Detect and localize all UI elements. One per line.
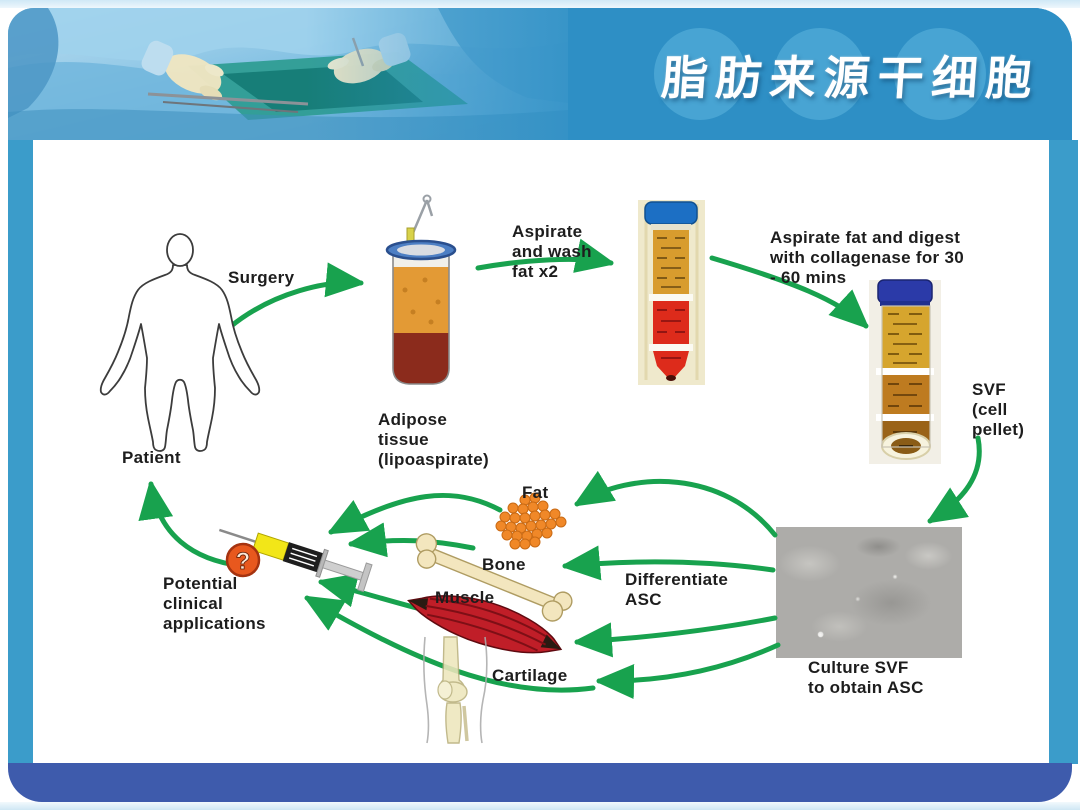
bone-icon <box>415 533 573 622</box>
differentiate-label: Differentiate ASC <box>625 570 729 610</box>
digest-arrow <box>709 255 866 326</box>
muscle-label: Muscle <box>435 588 495 607</box>
culture-to-fat-arrow <box>577 481 778 538</box>
washed-fat-tube-icon <box>638 200 705 385</box>
digest-label: Aspirate fat and digest with collagenase… <box>770 228 964 288</box>
adipose-tissue-label: Adipose tissue (lipoaspirate) <box>378 410 489 470</box>
left-edge-strip <box>8 140 33 768</box>
culture-to-cartilage-arrow <box>596 642 781 681</box>
culture-to-bone-arrow <box>562 562 776 570</box>
wash-arrow <box>475 259 611 268</box>
svf-to-culture-arrow <box>930 435 982 521</box>
top-edge-strip <box>0 0 1080 8</box>
cartilage-label: Cartilage <box>492 666 568 685</box>
bone-to-syringe-arrow <box>348 541 476 548</box>
surgery-arrow <box>227 283 364 330</box>
applications-label: Potential clinical applications <box>163 574 266 634</box>
bottom-bar <box>8 763 1072 802</box>
surgery-label: Surgery <box>228 268 295 287</box>
question-mark-glyph: ? <box>236 548 251 575</box>
culture-label: Culture SVF to obtain ASC <box>808 658 924 698</box>
decorative-circle <box>654 28 746 120</box>
aspirate-wash-label: Aspirate and wash fat x2 <box>512 222 592 282</box>
right-edge-strip <box>1049 140 1078 764</box>
svf-tube-icon <box>869 279 941 464</box>
decorative-circle <box>774 28 866 120</box>
question-badge-icon: ? <box>225 542 261 578</box>
culture-to-muscle-arrow <box>574 615 778 642</box>
muscle-icon <box>407 595 563 654</box>
page-title: 脂肪来源干细胞 <box>659 52 1042 104</box>
bottom-edge-strip <box>0 802 1080 810</box>
decorative-circle <box>894 28 986 120</box>
cartilage-knee-icon <box>423 636 488 744</box>
svf-pellet-label: SVF (cell pellet) <box>972 380 1025 440</box>
fat-label: Fat <box>522 483 549 502</box>
patient-figure-icon <box>99 233 261 452</box>
fat-tissue-icon <box>495 492 567 550</box>
header-banner: 脂肪来源干细胞 <box>8 8 1072 140</box>
culture-microscopy-image <box>776 527 962 658</box>
syringe-icon <box>218 528 373 593</box>
bone-label: Bone <box>482 555 526 574</box>
patient-label: Patient <box>122 448 181 467</box>
fat-to-syringe-arrow <box>331 493 503 535</box>
diagram-canvas: ? <box>99 194 982 744</box>
lipoaspirate-canister-icon <box>385 194 457 385</box>
